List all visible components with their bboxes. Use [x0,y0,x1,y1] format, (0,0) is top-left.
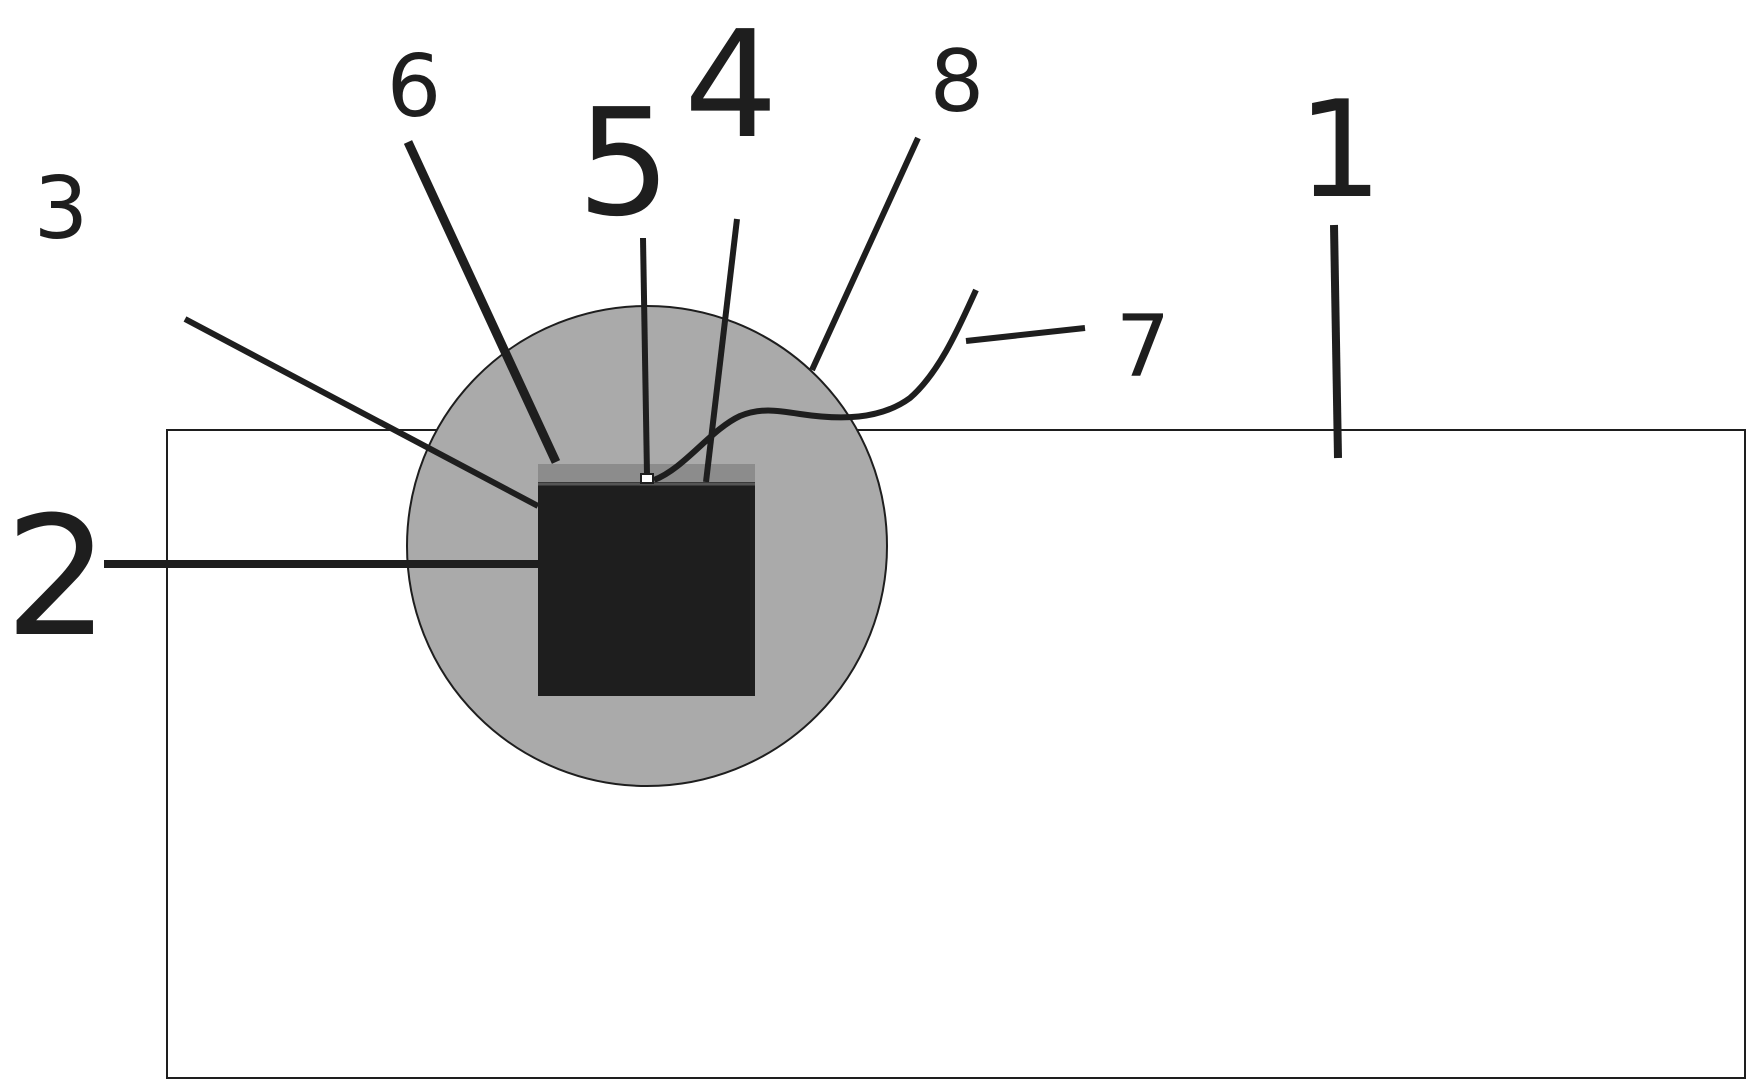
leader-line-5 [640,237,650,476]
chip-body [538,482,755,696]
leader-line-4 [703,218,740,483]
callout-label-4: 4 [684,0,778,171]
callout-label-2: 2 [5,481,110,673]
callout-label-5: 5 [577,77,671,249]
leader-line-3 [183,316,540,509]
leader-line-8 [809,136,921,372]
callout-label-8: 8 [930,32,985,132]
callout-label-3: 3 [34,159,89,259]
callout-label-7: 7 [1116,297,1171,397]
leader-line-6 [403,140,561,464]
callout-label-6: 6 [387,37,442,137]
substrate-rectangle [166,429,1746,1079]
leader-line-1 [1330,224,1342,459]
leader-line-7 [965,325,1086,344]
callout-label-1: 1 [1297,72,1382,228]
contact-pad [640,473,654,484]
